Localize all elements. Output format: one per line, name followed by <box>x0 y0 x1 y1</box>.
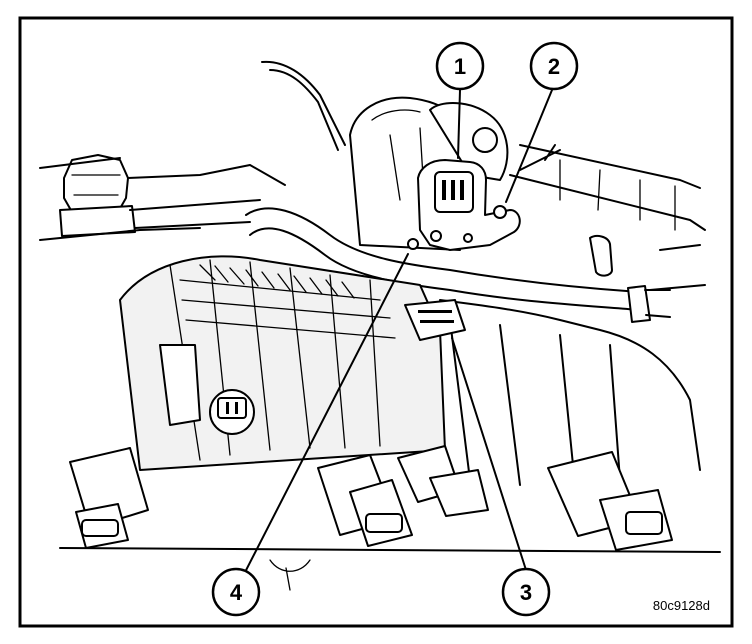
engine-illustration <box>39 60 721 591</box>
electrical-connector <box>404 299 466 341</box>
injector-connector <box>397 445 489 517</box>
ignition-coil-left <box>69 447 149 549</box>
callout-1: 1 <box>435 41 485 91</box>
throttle-position-sensor <box>417 159 521 251</box>
mounting-screw-left <box>407 238 419 250</box>
ignition-coil-mid <box>317 454 413 547</box>
runner-connector <box>209 389 255 435</box>
callout-3: 3 <box>501 567 551 617</box>
callout-2-label: 2 <box>548 54 560 79</box>
intake-manifold <box>119 255 701 486</box>
figure-id: 80c9128d <box>653 598 710 613</box>
callout-4: 4 <box>211 567 261 617</box>
callout-1-label: 1 <box>454 54 466 79</box>
oil-filler-cap <box>59 154 136 237</box>
leader-lines <box>239 89 553 583</box>
callout-2: 2 <box>529 41 579 91</box>
ignition-coil-right <box>547 451 673 551</box>
callout-3-label: 3 <box>520 580 532 605</box>
callout-4-label: 4 <box>230 580 243 605</box>
